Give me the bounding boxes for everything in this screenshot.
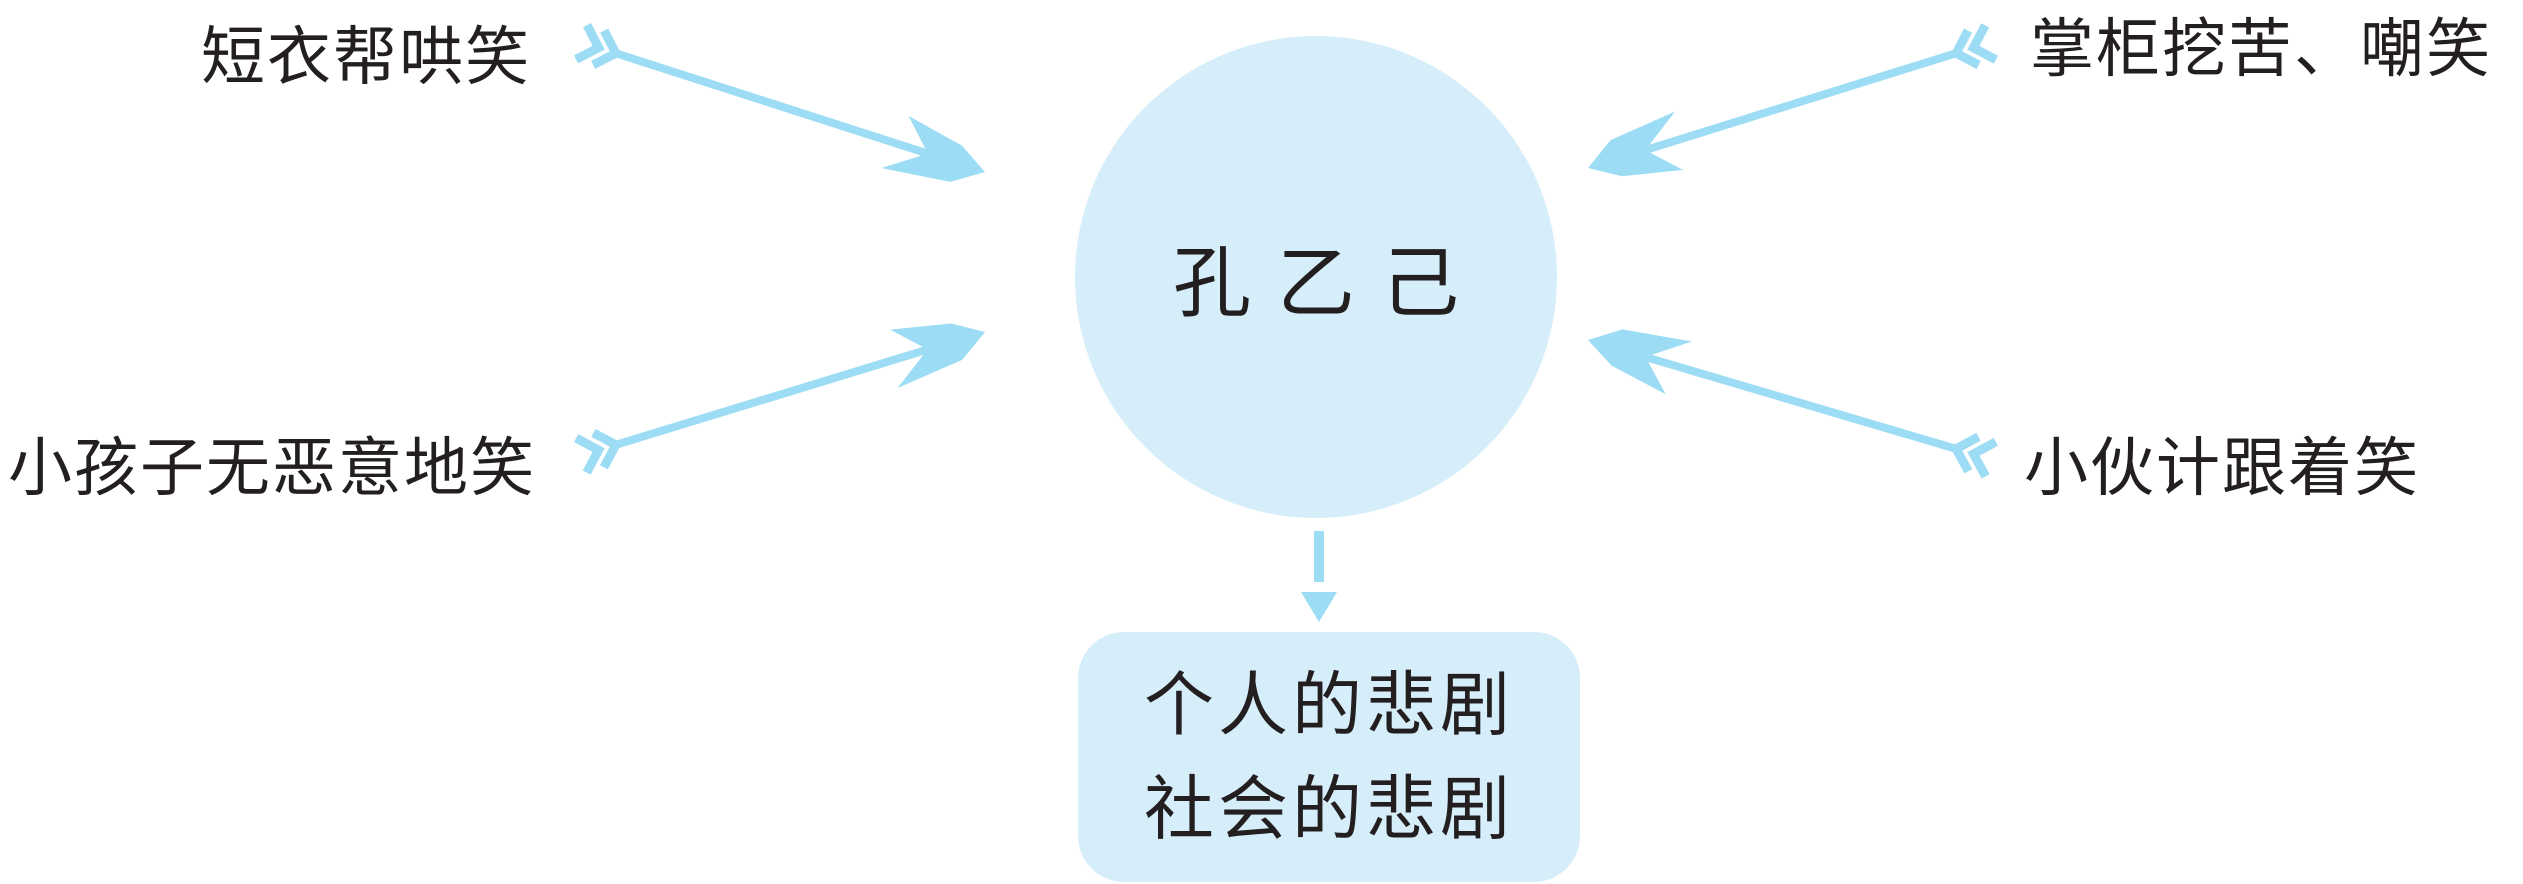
result-line: 个人的悲剧: [1144, 664, 1514, 746]
influence-label-waiter: 小伙计跟着笑: [2024, 432, 2420, 506]
arrow-shaft: [1624, 49, 1958, 160]
influence-label-children: 小孩子无恶意地笑: [8, 432, 536, 506]
arrow-center-to-result: [1301, 531, 1337, 622]
arrow-shaft: [614, 339, 948, 449]
arrowhead-icon: [1587, 111, 1683, 177]
arrow-feather-icon: [1950, 28, 1981, 70]
arrow-feather-icon: [591, 428, 622, 470]
influence-label-shopkeeper: 掌柜挖苦、嘲笑: [2030, 13, 2492, 87]
arrowhead-icon: [890, 323, 985, 389]
center-node: 孔乙己: [1075, 36, 1557, 518]
arrow-feather-icon: [574, 434, 605, 475]
influence-label-short-coat: 短衣帮哄笑: [201, 21, 531, 95]
arrow-children-to-center: [574, 323, 985, 475]
arrow-shaft: [614, 49, 949, 164]
arrow-feather-icon: [1967, 23, 1998, 64]
arrow-shopkeeper-to-center: [1587, 23, 1998, 177]
arrow-feather-icon: [573, 23, 605, 64]
arrow-feather-icon: [1967, 437, 1998, 479]
arrowhead-icon: [881, 115, 985, 182]
center-node-label: 孔乙己: [1172, 239, 1485, 329]
arrow-waiter-to-center: [1587, 329, 1998, 479]
arrow-feather-icon: [591, 28, 622, 69]
result-box: 个人的悲剧 社会的悲剧: [1078, 632, 1580, 882]
arrow-shaft: [1625, 347, 1958, 453]
arrow-feather-icon: [1950, 432, 1981, 474]
result-line: 社会的悲剧: [1144, 768, 1514, 850]
arrowhead-icon: [1301, 592, 1337, 622]
arrowhead-icon: [1587, 329, 1692, 395]
arrow-short-coat-to-center: [573, 23, 985, 182]
